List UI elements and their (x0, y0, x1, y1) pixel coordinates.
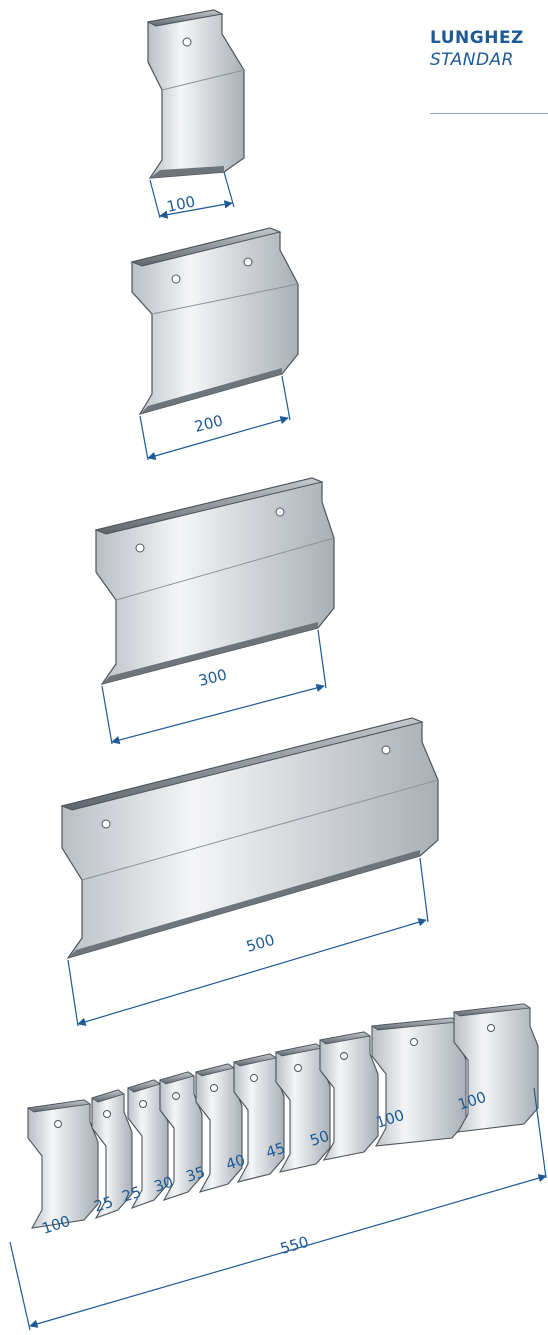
header-subtitle: STANDAR (430, 50, 514, 70)
set-piece-body (27, 1099, 99, 1229)
set-piece-hole (340, 1052, 348, 1060)
set-piece-label: 50 (308, 1127, 332, 1150)
set-piece: 45 (264, 1043, 331, 1173)
set-piece-top (452, 1003, 532, 1017)
header-rule (430, 113, 548, 114)
set-piece-top (318, 1031, 372, 1045)
segment-300: 300 (94, 477, 335, 745)
set-piece-body (453, 1003, 539, 1133)
segment-100: 100 (146, 9, 245, 219)
set-piece-label: 40 (224, 1151, 248, 1174)
set-piece-hole (294, 1064, 302, 1072)
set-piece-hole (54, 1120, 62, 1128)
dim-label-200: 200 (193, 411, 225, 435)
header-title: LUNGHEZ (430, 28, 524, 48)
set-piece-top (91, 1089, 125, 1103)
total-ext-left (9, 1241, 31, 1331)
set-piece-hole (103, 1110, 111, 1118)
total-length-label: 550 (278, 1233, 310, 1258)
set-piece-hole (139, 1100, 147, 1108)
set-piece-hole (210, 1084, 218, 1092)
segment-200: 200 (130, 227, 299, 461)
set-piece-hole (172, 1092, 180, 1100)
set-piece: 100 (26, 1099, 99, 1238)
set-piece-hole (487, 1024, 495, 1032)
set-piece-top (26, 1099, 92, 1113)
set-piece-hole (250, 1074, 258, 1082)
set-piece-top (159, 1071, 195, 1085)
segment-500: 500 (60, 717, 439, 1027)
set-piece-hole (410, 1038, 418, 1046)
set-piece-label: 45 (264, 1139, 288, 1162)
set-piece: 40 (224, 1053, 285, 1183)
dim-label-100: 100 (165, 192, 197, 216)
total-dimension-line (29, 1174, 547, 1328)
dim-label-500: 500 (244, 931, 276, 956)
set-piece: 100 (370, 1017, 467, 1147)
set-piece: 50 (308, 1031, 379, 1161)
dim-label-300: 300 (197, 665, 229, 689)
set-piece: 100 (452, 1003, 539, 1133)
total-ext-right (533, 1087, 547, 1179)
